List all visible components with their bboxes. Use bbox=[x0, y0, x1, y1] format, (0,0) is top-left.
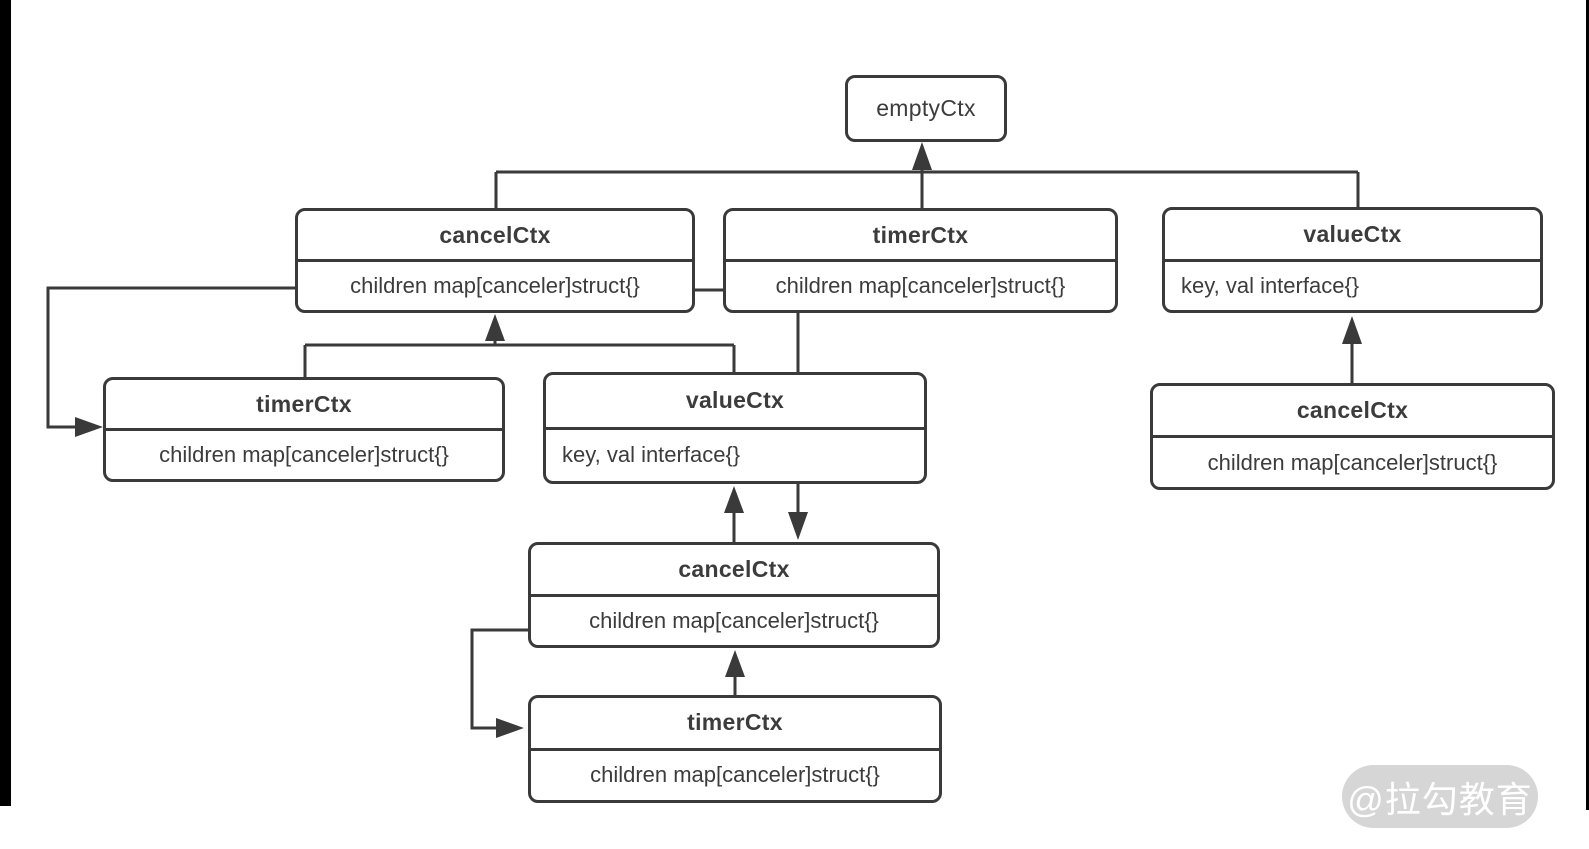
node-title: valueCtx bbox=[546, 375, 924, 430]
node-timerctx-left: timerCtx children map[canceler]struct{} bbox=[103, 377, 505, 482]
connector-children-to-emptyctx bbox=[494, 142, 1360, 209]
node-valuectx-mid: valueCtx key, val interface{} bbox=[543, 372, 927, 484]
node-body: children map[canceler]struct{} bbox=[590, 762, 880, 788]
node-title: cancelCtx bbox=[1153, 386, 1552, 438]
node-body: children map[canceler]struct{} bbox=[1207, 449, 1498, 475]
node-cancelctx-right: cancelCtx children map[canceler]struct{} bbox=[1150, 383, 1555, 490]
node-timerctx-top-mid: timerCtx children map[canceler]struct{} bbox=[723, 208, 1118, 313]
connector-children-to-cancelctx-top-left bbox=[303, 314, 736, 377]
right-edge-bar bbox=[1586, 0, 1589, 810]
connector-timerctx-bottom-up-to-cancelctx-mid bbox=[725, 650, 745, 695]
node-emptyctx-root: emptyCtx bbox=[845, 75, 1007, 142]
watermark-badge: @拉勾教育 bbox=[1342, 765, 1538, 828]
node-body: key, val interface{} bbox=[562, 442, 741, 468]
node-title: emptyCtx bbox=[876, 95, 976, 121]
node-cancelctx-mid: cancelCtx children map[canceler]struct{} bbox=[528, 542, 940, 648]
node-title: cancelCtx bbox=[298, 211, 692, 262]
watermark-label: @拉勾教育 bbox=[1347, 778, 1533, 820]
connector-cancelctx-right-up-to-valuectx-right bbox=[1342, 316, 1362, 383]
connector-cancelctx-mid-loop-to-timerctx-bottom bbox=[470, 628, 528, 738]
node-cancelctx-top-left: cancelCtx children map[canceler]struct{} bbox=[295, 208, 695, 313]
node-body: children map[canceler]struct{} bbox=[350, 273, 640, 298]
connector-cancelctx-top-left-loop-to-timerctx-left bbox=[46, 286, 295, 437]
node-title: valueCtx bbox=[1165, 210, 1540, 262]
node-body: children map[canceler]struct{} bbox=[589, 607, 879, 633]
node-title: timerCtx bbox=[726, 211, 1115, 262]
node-title: timerCtx bbox=[106, 380, 502, 431]
node-title: timerCtx bbox=[531, 698, 939, 751]
left-edge-bar bbox=[0, 0, 11, 806]
node-title: cancelCtx bbox=[531, 545, 937, 597]
node-body: key, val interface{} bbox=[1181, 272, 1360, 298]
node-valuectx-top-right: valueCtx key, val interface{} bbox=[1162, 207, 1543, 313]
node-timerctx-bottom: timerCtx children map[canceler]struct{} bbox=[528, 695, 942, 803]
node-body: children map[canceler]struct{} bbox=[775, 273, 1066, 298]
node-body: children map[canceler]struct{} bbox=[159, 442, 449, 467]
connector-cancelctx-mid-up-to-valuectx-mid bbox=[724, 486, 744, 542]
